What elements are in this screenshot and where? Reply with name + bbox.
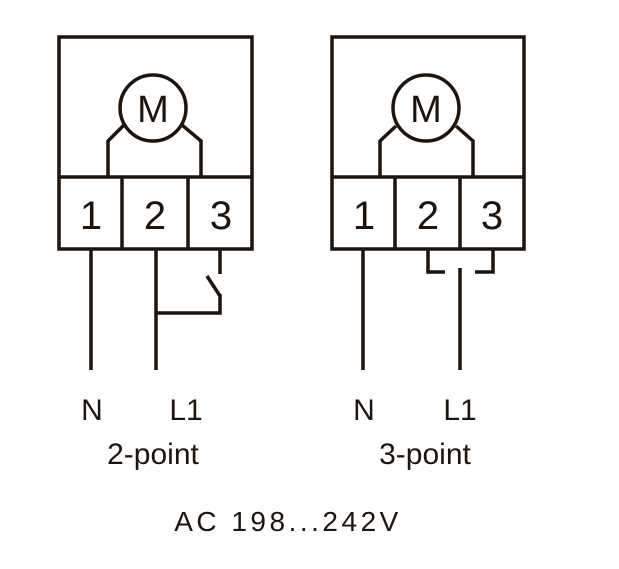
motor-lead	[180, 123, 203, 177]
terminal-3-label: 3	[210, 194, 232, 238]
label-l1: L1	[169, 394, 202, 427]
mode-label: 3-point	[379, 438, 471, 471]
mode-label: 2-point	[107, 438, 199, 471]
supply-voltage-label: AC 198...242V	[174, 506, 402, 537]
motor-lead	[106, 123, 126, 177]
terminal-1-label: 1	[80, 194, 102, 238]
terminal-3-label: 3	[481, 194, 503, 238]
selector-contact-2	[426, 249, 445, 274]
switch-icon	[205, 275, 222, 297]
motor-label: M	[137, 89, 169, 131]
motor-lead	[454, 124, 475, 177]
switch-wire	[156, 294, 222, 315]
terminal-1-label: 1	[353, 194, 375, 238]
terminal-2-label: 2	[144, 194, 166, 238]
label-l1: L1	[443, 394, 476, 427]
terminal-2-label: 2	[417, 194, 439, 238]
motor-label: M	[410, 89, 442, 131]
actuator-3-point: M 1 2 3 N L1 3-point	[330, 35, 526, 471]
selector-contact-3	[475, 249, 495, 274]
motor-lead	[378, 124, 398, 177]
motor-icon	[391, 73, 461, 143]
motor-icon	[118, 73, 188, 143]
label-n: N	[353, 394, 375, 427]
actuator-2-point: M 1 2 3 N L1 2-point	[57, 35, 254, 471]
label-n: N	[81, 394, 103, 427]
